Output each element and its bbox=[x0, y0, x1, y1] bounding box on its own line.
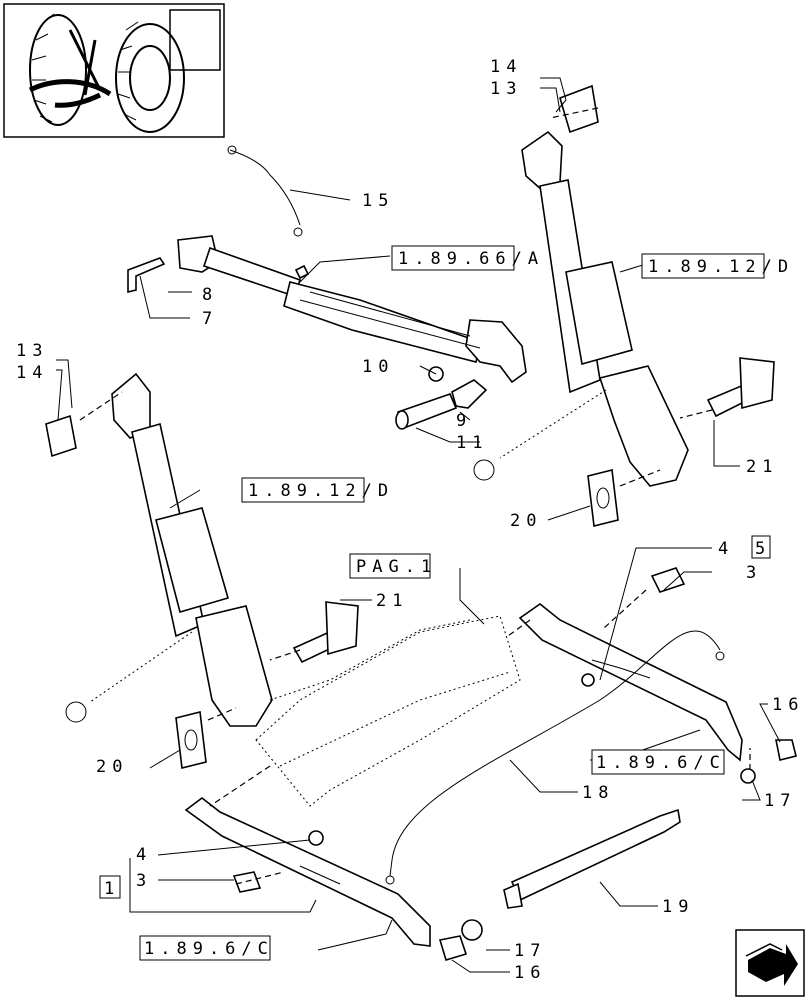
callout-13-left: 13 bbox=[16, 341, 48, 361]
right-lift-rod bbox=[521, 84, 689, 487]
ref-right-arm[interactable]: 1.89.6/C bbox=[596, 753, 726, 773]
ref-top-link[interactable]: 1.89.66/A bbox=[398, 249, 544, 269]
callout-16-right: 16 bbox=[772, 695, 804, 715]
callout-14-left: 14 bbox=[16, 363, 48, 383]
drawbar-housing bbox=[255, 615, 521, 807]
left-arm-fittings bbox=[232, 871, 483, 961]
pin-9-11 bbox=[395, 366, 488, 430]
callout-3-right: 3 bbox=[746, 563, 762, 583]
callout-14-top: 14 bbox=[490, 57, 522, 77]
chain-right bbox=[473, 389, 607, 481]
callout-20-right: 20 bbox=[510, 511, 542, 531]
top-link-assembly bbox=[127, 235, 527, 384]
drawbar-19 bbox=[503, 808, 681, 909]
callout-21-center: 21 bbox=[376, 591, 408, 611]
callout-3-left: 3 bbox=[136, 871, 152, 891]
callout-4-left: 4 bbox=[136, 845, 152, 865]
chain-15 bbox=[227, 145, 303, 237]
pin-21-right bbox=[706, 357, 775, 418]
callout-21-right: 21 bbox=[746, 457, 778, 477]
callout-7: 7 bbox=[202, 309, 218, 329]
pin-21-left bbox=[292, 601, 359, 664]
callout-19: 19 bbox=[662, 897, 694, 917]
next-page-arrow-icon[interactable] bbox=[735, 929, 805, 997]
chain-left bbox=[65, 631, 193, 723]
block-20-right bbox=[587, 469, 619, 527]
ref-right-lift-rod[interactable]: 1.89.12/D bbox=[648, 257, 794, 277]
callout-9: 9 bbox=[456, 411, 472, 431]
callout-15: 15 bbox=[362, 191, 394, 211]
callout-13-top: 13 bbox=[490, 79, 522, 99]
callout-4-right: 4 bbox=[718, 539, 734, 559]
left-lift-rod bbox=[45, 372, 273, 727]
callout-5: 5 bbox=[755, 539, 771, 559]
ref-page[interactable]: PAG.1 bbox=[356, 557, 437, 577]
callout-16-left: 16 bbox=[514, 963, 546, 983]
tractor-thumbnail bbox=[3, 3, 225, 138]
left-lower-arm bbox=[184, 796, 431, 947]
stabilizer-cable-18 bbox=[385, 630, 725, 885]
dash-lines bbox=[79, 107, 751, 885]
callout-17-left: 17 bbox=[514, 941, 546, 961]
callout-17-right: 17 bbox=[764, 791, 796, 811]
right-arm-fittings bbox=[650, 567, 797, 784]
callout-8: 8 bbox=[202, 285, 218, 305]
callout-20-left: 20 bbox=[96, 757, 128, 777]
ref-left-arm[interactable]: 1.89.6/C bbox=[144, 939, 274, 959]
callout-11: 11 bbox=[456, 433, 488, 453]
callout-1: 1 bbox=[104, 879, 120, 899]
ref-left-lift-rod[interactable]: 1.89.12/D bbox=[248, 481, 394, 501]
callout-18: 18 bbox=[582, 783, 614, 803]
block-20-left bbox=[175, 711, 207, 769]
callout-10: 10 bbox=[362, 357, 394, 377]
right-lower-arm bbox=[518, 603, 743, 762]
